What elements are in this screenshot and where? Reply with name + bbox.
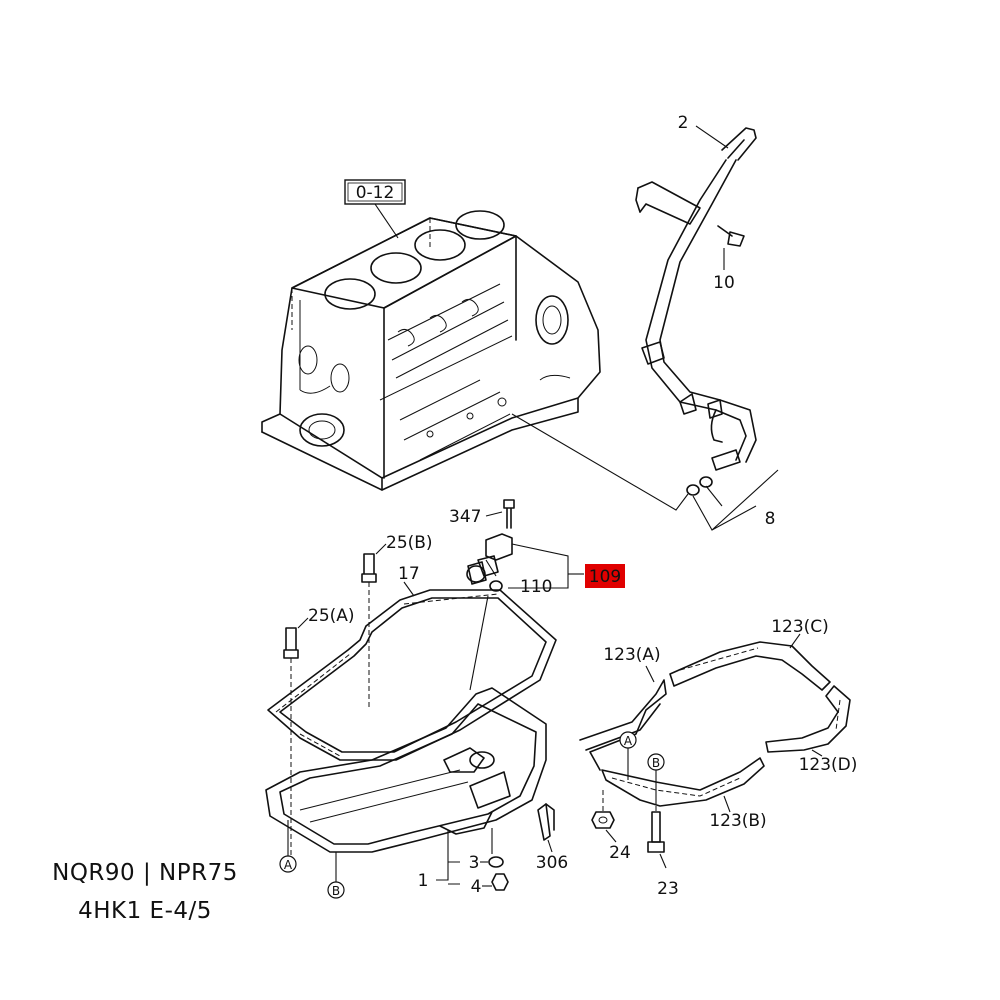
callout-1: 1 <box>418 871 429 891</box>
svg-text:A: A <box>284 858 293 872</box>
callout-306: 306 <box>536 853 568 873</box>
cylinder-bore-2 <box>370 252 422 284</box>
callout-8: 8 <box>765 509 776 529</box>
callout-347: 347 <box>449 507 481 527</box>
svg-text:B: B <box>332 884 340 898</box>
marker-a-right: A <box>619 731 637 749</box>
stud-25a <box>283 627 299 856</box>
model-line-2: 4HK1 E-4/5 <box>78 898 212 924</box>
stud-25b <box>361 553 377 710</box>
oil-pan <box>265 687 547 853</box>
callout-25a: 25(A) <box>308 606 355 626</box>
cylinder-bore-4 <box>455 210 505 240</box>
callout-123b: 123(B) <box>709 811 766 831</box>
reference-box[interactable]: 0-12 <box>344 179 406 239</box>
callout-24: 24 <box>609 843 631 863</box>
callout-123d: 123(D) <box>799 755 858 775</box>
marker-a-left: A <box>279 855 297 873</box>
drain-plug-assembly <box>488 828 509 891</box>
callout-25b: 25(B) <box>386 533 433 553</box>
gasket-set-123 <box>579 641 851 807</box>
callout-4: 4 <box>471 877 482 897</box>
cylinder-bore-1 <box>324 278 376 310</box>
callout-23: 23 <box>657 879 679 899</box>
highlight-box <box>585 564 625 588</box>
callout-17: 17 <box>398 564 420 584</box>
marker-b-right: B <box>647 753 665 771</box>
svg-text:A: A <box>624 734 633 748</box>
callout-3: 3 <box>469 853 480 873</box>
oil-level-gauge-assembly <box>635 127 757 496</box>
callout-123a: 123(A) <box>603 645 660 665</box>
highlighted-part-109[interactable]: 109 <box>585 564 625 588</box>
callout-2: 2 <box>678 113 689 133</box>
marker-b-left: B <box>327 881 345 899</box>
bracket-306 <box>537 803 555 841</box>
callout-123c: 123(C) <box>771 617 829 637</box>
cylinder-bore-3 <box>414 229 466 261</box>
bolt-23 <box>647 806 665 853</box>
callout-110: 110 <box>520 577 552 597</box>
washer-24 <box>591 790 615 829</box>
oil-level-sensor <box>466 499 515 592</box>
callout-109: 109 <box>589 567 621 587</box>
callout-10: 10 <box>713 273 735 293</box>
reference-box-label: 0-12 <box>356 183 395 203</box>
svg-text:B: B <box>652 756 660 770</box>
engine-block <box>261 210 601 491</box>
oil-pan-gasket <box>267 589 557 761</box>
model-line-1: NQR90 | NPR75 <box>52 860 238 886</box>
